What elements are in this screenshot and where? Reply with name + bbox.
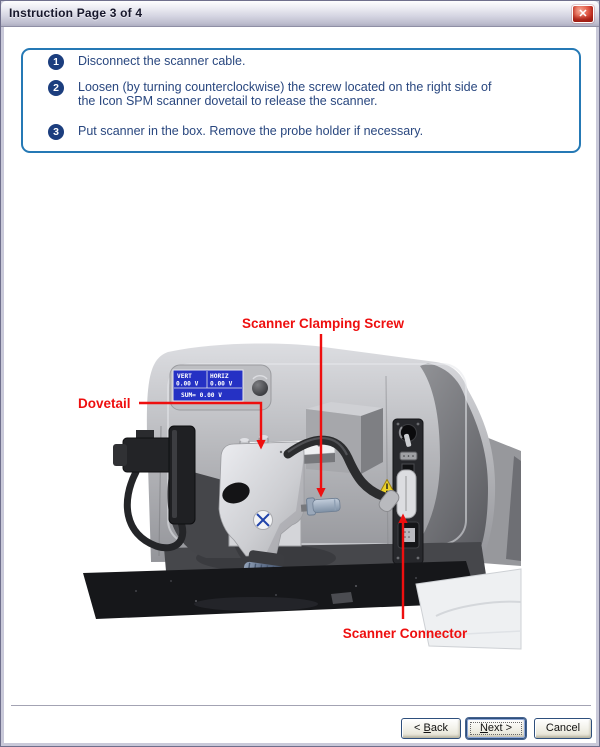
window-title: Instruction Page 3 of 4 bbox=[9, 6, 143, 20]
step-3: 3 Put scanner in the box. Remove the pro… bbox=[48, 124, 423, 140]
annotations: Scanner Clamping Screw Dovetail Scanner … bbox=[78, 316, 468, 641]
leader-dovetail bbox=[139, 401, 263, 441]
close-button[interactable]: ✕ bbox=[572, 5, 594, 23]
label-clamping-screw: Scanner Clamping Screw bbox=[242, 316, 405, 331]
signal-display-panel: VERT 0.00 V HORIZ 0.00 V SUM= 0.00 V bbox=[169, 364, 272, 411]
scanner-cable bbox=[283, 435, 400, 513]
lcd-horiz-label: HORIZ bbox=[210, 373, 229, 380]
next-button[interactable]: Next > bbox=[466, 718, 526, 739]
back-button[interactable]: < Back bbox=[401, 718, 461, 739]
step-3-text: Put scanner in the box. Remove the probe… bbox=[78, 124, 424, 138]
instruction-box: 1 Disconnect the scanner cable. 2 Loosen… bbox=[21, 48, 581, 153]
footer-divider bbox=[11, 705, 591, 707]
instruction-figure: VERT 0.00 V HORIZ 0.00 V SUM= 0.00 V bbox=[76, 306, 526, 651]
afm-scanner-illustration: VERT 0.00 V HORIZ 0.00 V SUM= 0.00 V bbox=[78, 316, 522, 650]
lcd-horiz-value: 0.00 V bbox=[210, 381, 233, 388]
step-2-text: Loosen (by turning counterclockwise) the… bbox=[78, 80, 492, 108]
connector-panel bbox=[392, 418, 424, 565]
step-2-badge: 2 bbox=[48, 80, 64, 96]
head-window bbox=[222, 482, 250, 504]
lcd-vert-label: VERT bbox=[177, 373, 192, 380]
clamping-screw bbox=[300, 497, 341, 516]
table-surface bbox=[415, 568, 522, 650]
title-bar: Instruction Page 3 of 4 ✕ bbox=[1, 1, 599, 27]
step-1-badge: 1 bbox=[48, 54, 64, 70]
display-knob bbox=[252, 380, 268, 396]
step-1-text: Disconnect the scanner cable. bbox=[78, 54, 246, 68]
step-2: 2 Loosen (by turning counterclockwise) t… bbox=[48, 80, 491, 108]
step-1: 1 Disconnect the scanner cable. bbox=[48, 54, 245, 70]
label-connector: Scanner Connector bbox=[343, 626, 468, 641]
cable-plug bbox=[378, 489, 400, 513]
granite-base bbox=[83, 561, 479, 619]
lcd-vert-value: 0.00 V bbox=[176, 381, 199, 388]
cancel-button[interactable]: Cancel bbox=[534, 718, 592, 739]
lcd-sum-value: SUM= 0.00 V bbox=[181, 392, 222, 399]
step-3-badge: 3 bbox=[48, 124, 64, 140]
label-dovetail: Dovetail bbox=[78, 396, 131, 411]
scanner-head bbox=[218, 435, 305, 557]
close-icon: ✕ bbox=[578, 8, 588, 20]
